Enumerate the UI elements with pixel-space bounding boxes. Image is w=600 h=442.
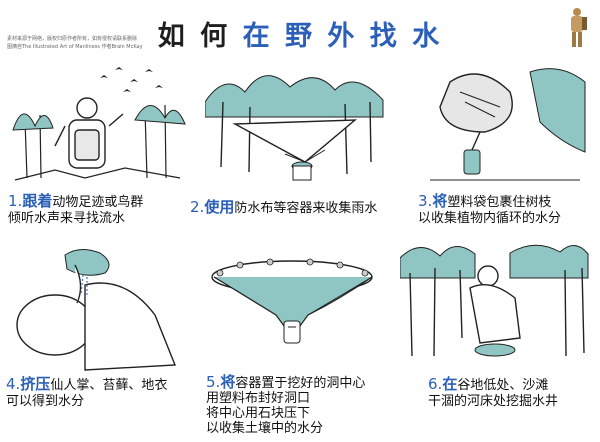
- step-5-caption: 5.将容器置于挖好的洞中心 用塑料布封好洞口 将中心用石块压下 以收集土壤中的水…: [206, 373, 366, 437]
- explorer-figure-icon: [571, 8, 587, 47]
- step-1-caption: 1.跟着动物足迹或鸟群 倾听水声来寻找流水: [8, 192, 144, 226]
- title-part2: 在 野 外 找 水: [242, 21, 443, 52]
- author-note: 图摘自The Illustrated Art of Manliness 作者Br…: [7, 44, 143, 50]
- step-4-caption: 4.挤压仙人掌、苔藓、地衣 可以得到水分: [6, 375, 168, 409]
- step-3-caption: 3.将塑料袋包裹住树枝 以收集植物内循环的水分: [418, 192, 562, 226]
- bag-on-branch-illustration: [430, 68, 586, 181]
- source-note: 素材来源于网络，版权归原作者所有，如有侵权请联系删除: [7, 36, 138, 42]
- tarp-illustration: [205, 75, 384, 181]
- page-title: 如 何 在 野 外 找 水: [0, 14, 600, 53]
- solar-still-illustration: [211, 258, 373, 344]
- step-2-caption: 2.使用防水布等容器来收集雨水: [190, 198, 378, 216]
- digging-well-illustration: [400, 244, 589, 357]
- squeeze-plant-illustration: [16, 249, 177, 371]
- step-6-caption: 6.在谷地低处、沙滩 干涸的河床处挖掘水井: [428, 375, 559, 409]
- title-part1: 如 何: [157, 21, 243, 52]
- hiker-illustration: [12, 67, 186, 181]
